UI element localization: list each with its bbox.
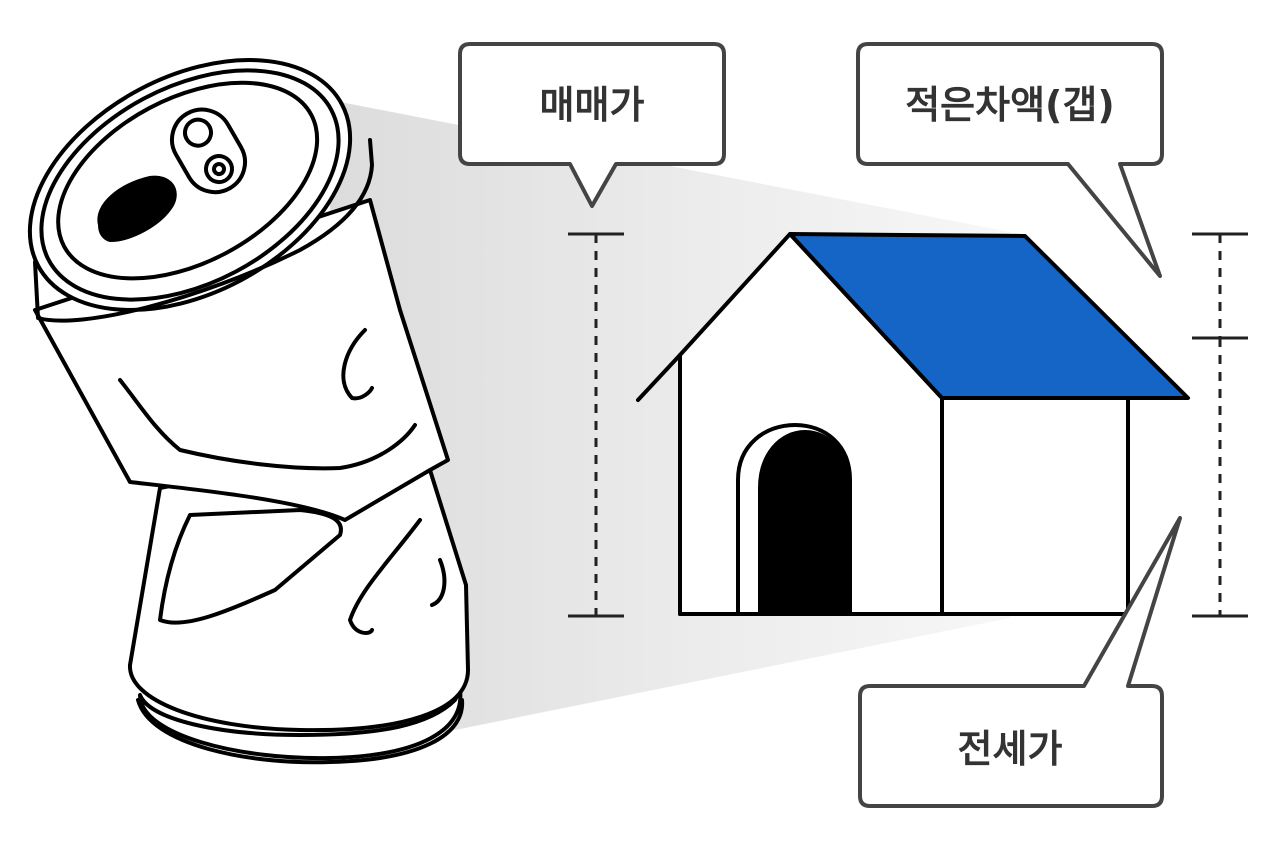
jeonse-price-label: 전세가 xyxy=(958,727,1063,771)
sale-price-label: 매매가 xyxy=(540,83,645,127)
gap-callout: 적은차액(갭) xyxy=(856,42,1164,278)
jeonse-price-callout: 전세가 xyxy=(858,516,1182,808)
sale-price-callout: 매매가 xyxy=(458,42,726,208)
crushed-can-icon xyxy=(27,58,470,765)
sale-price-measure xyxy=(568,232,624,618)
gap-label: 적은차액(갭) xyxy=(905,83,1115,127)
house-door xyxy=(758,430,852,616)
house-icon xyxy=(636,232,1190,616)
gap-jeonse-measure xyxy=(1192,232,1248,618)
house-roof xyxy=(788,232,1190,400)
